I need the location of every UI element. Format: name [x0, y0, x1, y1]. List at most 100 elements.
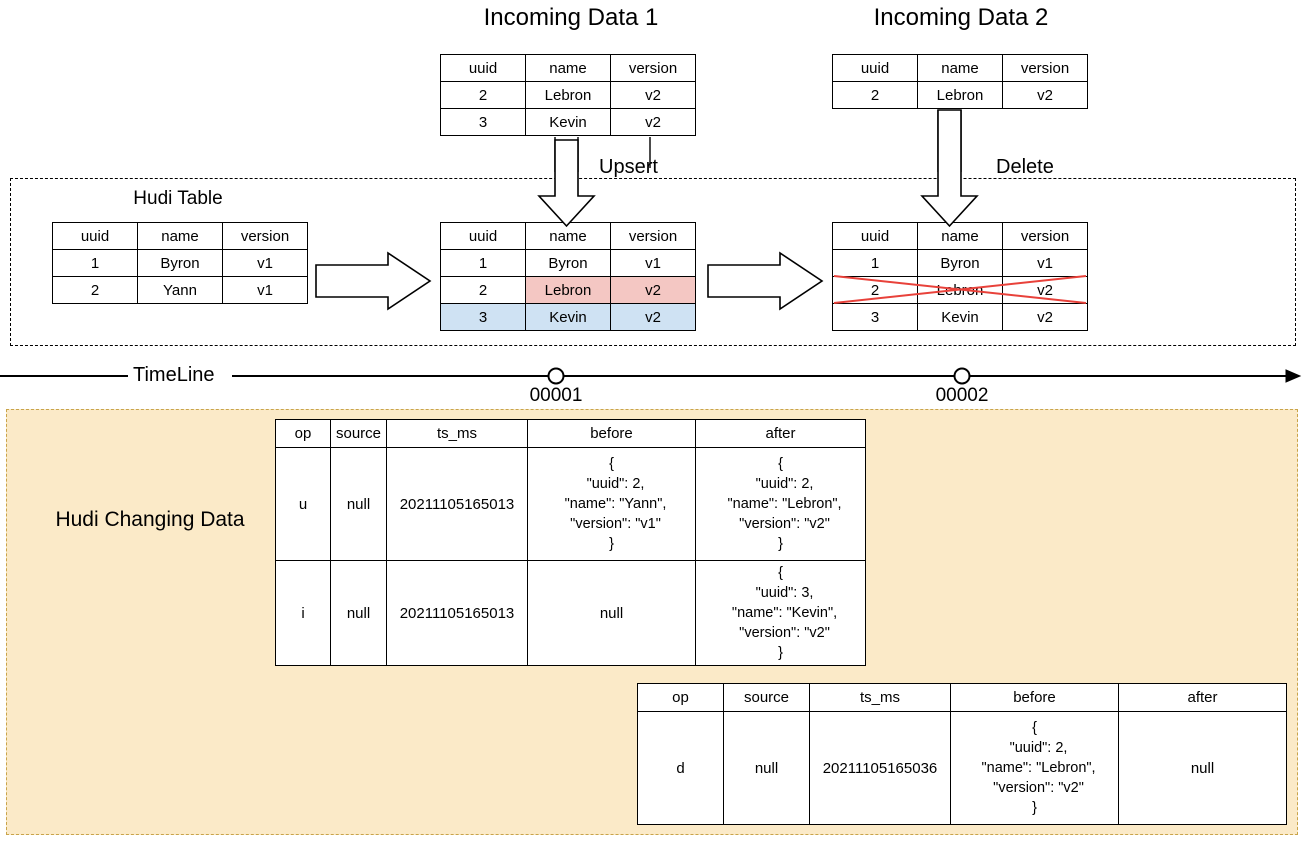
- table-header-row: op source ts_ms before after: [275, 419, 866, 448]
- table-row-deleted: 2 Lebron v2: [832, 276, 1088, 304]
- cell-source: null: [330, 560, 387, 666]
- column-header-source: source: [723, 683, 810, 712]
- table-row-inserted: 3 Kevin v2: [440, 303, 696, 331]
- cell-before: { "uuid": 2, "name": "Lebron", "version"…: [950, 711, 1119, 825]
- column-header-source: source: [330, 419, 387, 448]
- column-header-op: op: [275, 419, 331, 448]
- timeline-marker-label-00001: 00001: [529, 385, 583, 406]
- cell-uuid: 2: [832, 81, 918, 109]
- upsert-label: Upsert: [599, 156, 658, 178]
- table-row: u null 20211105165013 { "uuid": 2, "name…: [275, 447, 866, 561]
- cell-op: i: [275, 560, 331, 666]
- cell-name: Kevin: [525, 303, 611, 331]
- table-row: 2 Yann v1: [52, 276, 308, 304]
- cell-version: v2: [610, 303, 696, 331]
- column-header-version: version: [1002, 222, 1088, 250]
- cell-name: Lebron: [917, 81, 1003, 109]
- cell-before: null: [527, 560, 696, 666]
- cell-version: v2: [1002, 81, 1088, 109]
- cell-op: u: [275, 447, 331, 561]
- cell-version: v2: [610, 81, 696, 109]
- cell-uuid: 1: [832, 249, 918, 277]
- cell-source: null: [723, 711, 810, 825]
- cell-name: Lebron: [525, 276, 611, 304]
- timeline-marker-00002[interactable]: [953, 367, 971, 385]
- cell-uuid: 2: [440, 276, 526, 304]
- hudi-table-after-upsert: uuid name version 1 Byron v1 2 Lebron v2…: [440, 222, 696, 331]
- hudi-table-after-upsert-wrap: uuid name version 1 Byron v1 2 Lebron v2…: [440, 222, 696, 331]
- column-header-ts-ms: ts_ms: [809, 683, 951, 712]
- cell-source: null: [330, 447, 387, 561]
- table-header-row: op source ts_ms before after: [637, 683, 1287, 712]
- table-row: d null 20211105165036 { "uuid": 2, "name…: [637, 711, 1287, 825]
- cell-version: v2: [610, 276, 696, 304]
- column-header-before: before: [527, 419, 696, 448]
- incoming-data-2-table-wrap: uuid name version 2 Lebron v2: [832, 54, 1088, 109]
- timeline-marker-00001[interactable]: [547, 367, 565, 385]
- column-header-ts-ms: ts_ms: [386, 419, 528, 448]
- cell-ts-ms: 20211105165013: [386, 447, 528, 561]
- cell-ts-ms: 20211105165013: [386, 560, 528, 666]
- cdc-table-1-wrap: op source ts_ms before after u null 2021…: [275, 419, 866, 666]
- hudi-changing-data-label: Hudi Changing Data: [55, 508, 245, 531]
- column-header-name: name: [525, 54, 611, 82]
- hudi-table-after-delete: uuid name version 1 Byron v1 2 Lebron v2…: [832, 222, 1088, 331]
- column-header-name: name: [525, 222, 611, 250]
- column-header-name: name: [917, 54, 1003, 82]
- hudi-table-heading: Hudi Table: [133, 188, 223, 209]
- cell-version: v2: [1002, 303, 1088, 331]
- cell-name: Lebron: [917, 276, 1003, 304]
- incoming-data-1-table-wrap: uuid name version 2 Lebron v2 3 Kevin v2: [440, 54, 696, 136]
- table-row: 1 Byron v1: [52, 249, 308, 277]
- column-header-version: version: [610, 54, 696, 82]
- cell-before: { "uuid": 2, "name": "Yann", "version": …: [527, 447, 696, 561]
- hudi-table-initial: uuid name version 1 Byron v1 2 Yann v1: [52, 222, 308, 304]
- cell-uuid: 2: [440, 81, 526, 109]
- table-header-row: uuid name version: [440, 222, 696, 250]
- cell-version: v1: [610, 249, 696, 277]
- cell-op: d: [637, 711, 724, 825]
- delete-label: Delete: [996, 156, 1054, 178]
- column-header-after: after: [695, 419, 866, 448]
- column-header-uuid: uuid: [52, 222, 138, 250]
- column-header-name: name: [917, 222, 1003, 250]
- column-header-name: name: [137, 222, 223, 250]
- hudi-table-after-delete-wrap: uuid name version 1 Byron v1 2 Lebron v2…: [832, 222, 1088, 331]
- column-header-after: after: [1118, 683, 1287, 712]
- table-row: i null 20211105165013 null { "uuid": 3, …: [275, 560, 866, 666]
- cell-after: { "uuid": 2, "name": "Lebron", "version"…: [695, 447, 866, 561]
- cdc-table-2-wrap: op source ts_ms before after d null 2021…: [637, 683, 1287, 825]
- incoming-data-2-title: Incoming Data 2: [873, 4, 1049, 31]
- cell-name: Byron: [137, 249, 223, 277]
- table-row: 3 Kevin v2: [440, 108, 696, 136]
- table-header-row: uuid name version: [832, 54, 1088, 82]
- cell-version: v2: [1002, 276, 1088, 304]
- cell-uuid: 3: [440, 108, 526, 136]
- cell-ts-ms: 20211105165036: [809, 711, 951, 825]
- cell-version: v1: [222, 276, 308, 304]
- column-header-op: op: [637, 683, 724, 712]
- cell-version: v1: [222, 249, 308, 277]
- column-header-uuid: uuid: [832, 222, 918, 250]
- incoming-data-1-title: Incoming Data 1: [483, 4, 659, 31]
- table-row-updated: 2 Lebron v2: [440, 276, 696, 304]
- table-row: 1 Byron v1: [832, 249, 1088, 277]
- table-row: 2 Lebron v2: [440, 81, 696, 109]
- table-header-row: uuid name version: [440, 54, 696, 82]
- cell-uuid: 1: [440, 249, 526, 277]
- column-header-uuid: uuid: [440, 54, 526, 82]
- cell-uuid: 1: [52, 249, 138, 277]
- hudi-table-region: [10, 178, 1296, 346]
- cell-after: null: [1118, 711, 1287, 825]
- cell-uuid: 2: [832, 276, 918, 304]
- table-row: 3 Kevin v2: [832, 303, 1088, 331]
- cdc-table-1: op source ts_ms before after u null 2021…: [275, 419, 866, 666]
- incoming2-connectors: [937, 110, 962, 172]
- cell-after: { "uuid": 3, "name": "Kevin", "version":…: [695, 560, 866, 666]
- cell-name: Kevin: [525, 108, 611, 136]
- table-row: 2 Lebron v2: [832, 81, 1088, 109]
- cell-uuid: 2: [52, 276, 138, 304]
- cdc-table-2: op source ts_ms before after d null 2021…: [637, 683, 1287, 825]
- cell-name: Kevin: [917, 303, 1003, 331]
- column-header-version: version: [610, 222, 696, 250]
